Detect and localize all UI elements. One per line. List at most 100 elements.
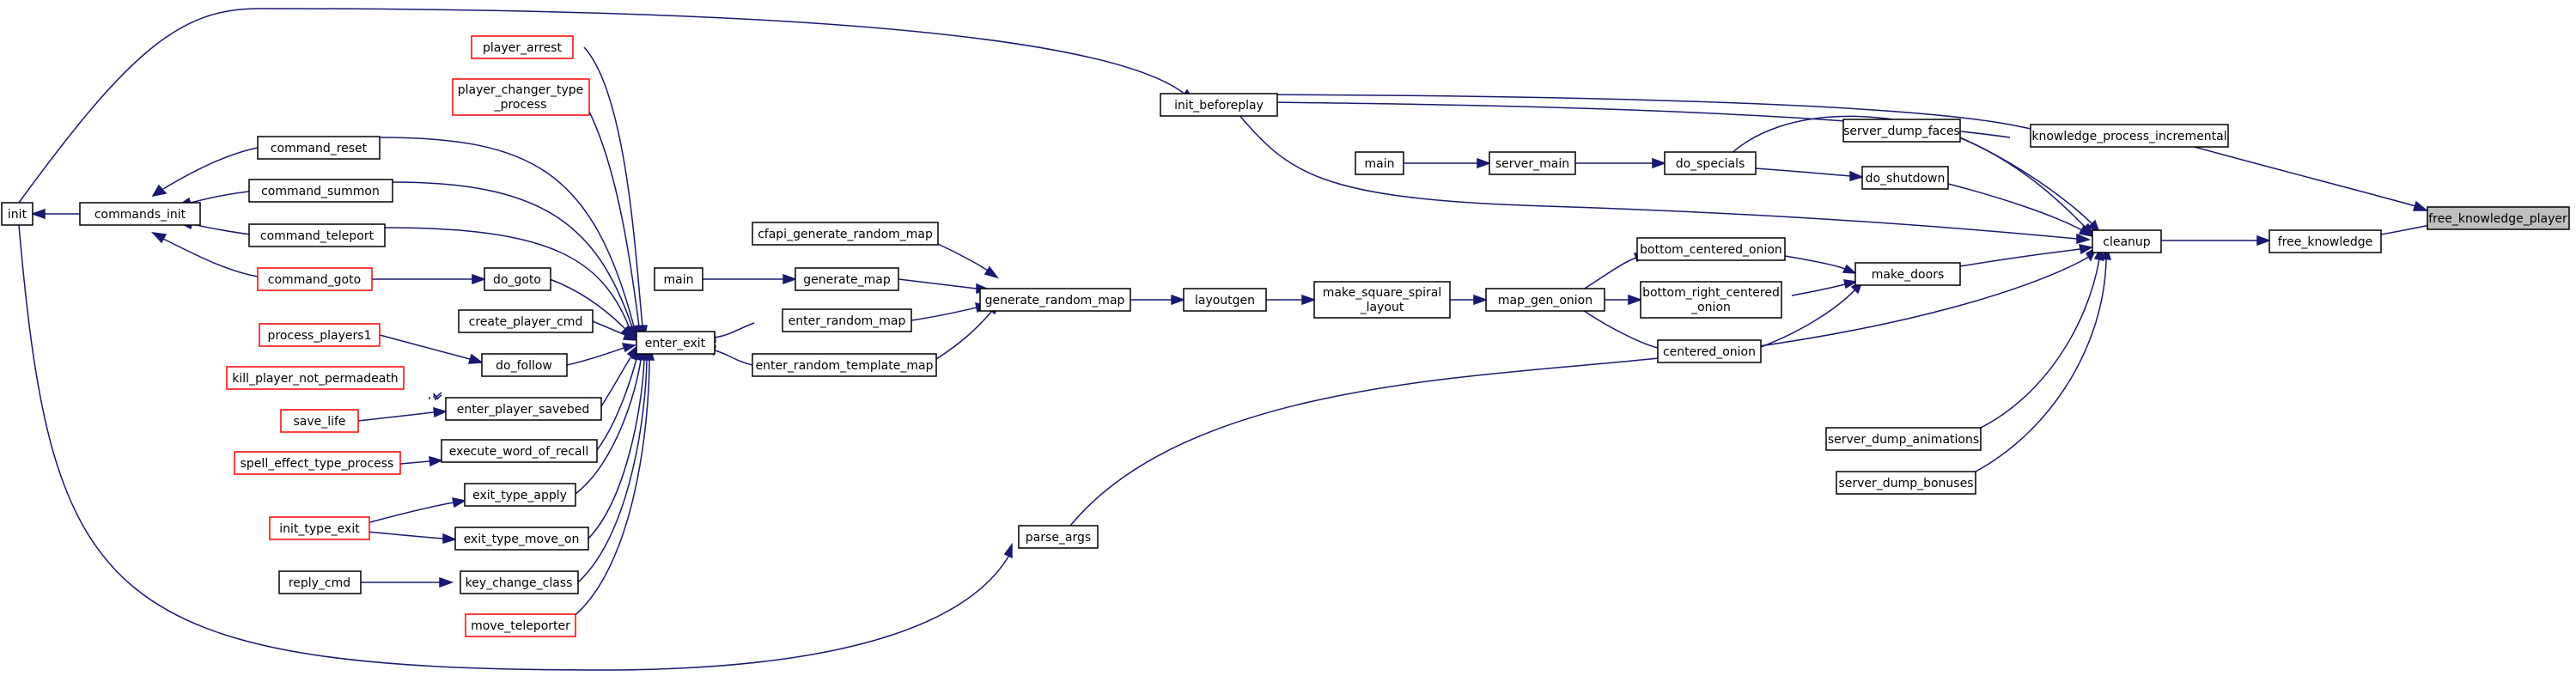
edge-init-init_beforeplay: [18, 8, 1196, 204]
svg-text:cfapi_generate_random_map: cfapi_generate_random_map: [758, 228, 933, 241]
node-parse_args[interactable]: parse_args: [1018, 525, 1099, 549]
node-bottom_centered_onion[interactable]: bottom_centered_onion: [1636, 237, 1786, 261]
edge-init_type_exit-exit_type_apply: [356, 497, 467, 527]
node-exit_type_move_on[interactable]: exit_type_move_on: [454, 527, 589, 551]
svg-text:execute_word_of_recall: execute_word_of_recall: [449, 445, 589, 459]
edge-knowledge_process_incremental-free_knowledge_player: [2181, 143, 2429, 211]
edge-main_top-server_main: [1404, 157, 1492, 169]
svg-text:do_follow: do_follow: [496, 359, 552, 373]
node-exit_type_apply[interactable]: exit_type_apply: [464, 483, 576, 507]
node-enter_exit[interactable]: enter_exit: [636, 331, 716, 355]
node-server_dump_bonuses[interactable]: server_dump_bonuses: [1836, 471, 1976, 495]
node-kill_player_not_permadeath[interactable]: kill_player_not_permadeath: [226, 366, 405, 390]
node-player_arrest[interactable]: player_arrest: [471, 35, 574, 59]
node-spell_effect_type_process[interactable]: spell_effect_type_process: [234, 451, 401, 475]
svg-text:enter_exit: enter_exit: [645, 337, 706, 350]
node-make_doors[interactable]: make_doors: [1854, 262, 1961, 286]
edge-map_gen_onion-bottom_right_centered_onion: [1605, 294, 1643, 306]
node-do_shutdown[interactable]: do_shutdown: [1861, 166, 1949, 190]
node-reply_cmd[interactable]: reply_cmd: [278, 570, 362, 594]
node-knowledge_process_incremental[interactable]: knowledge_process_incremental: [2030, 124, 2229, 148]
edge-cleanup-free_knowledge: [2161, 234, 2272, 247]
node-move_teleporter[interactable]: move_teleporter: [465, 613, 576, 637]
node-create_player_cmd[interactable]: create_player_cmd: [458, 309, 594, 333]
node-bottom_right_centered_onion[interactable]: bottom_right_centered _onion: [1640, 281, 1782, 319]
edge-make_square_spiral_layout-map_gen_onion: [1450, 294, 1489, 306]
node-generate_random_map[interactable]: generate_random_map: [979, 288, 1131, 312]
svg-text:map_gen_onion: map_gen_onion: [1498, 294, 1592, 308]
svg-text:exit_type_move_on: exit_type_move_on: [464, 533, 580, 546]
svg-text:command_summon: command_summon: [261, 185, 380, 198]
edge-map_gen_onion-centered_onion: [1580, 308, 1659, 349]
node-server_dump_animations[interactable]: server_dump_animations: [1825, 427, 1982, 451]
node-do_specials[interactable]: do_specials: [1664, 151, 1757, 175]
node-do_follow[interactable]: do_follow: [481, 353, 568, 377]
node-command_summon[interactable]: command_summon: [248, 179, 393, 203]
node-centered_onion[interactable]: centered_onion: [1657, 339, 1762, 363]
node-cfapi_generate_random_map[interactable]: cfapi_generate_random_map: [752, 222, 939, 246]
node-save_life[interactable]: save_life: [280, 409, 359, 433]
edge-server_dump_animations-cleanup: [1980, 245, 2104, 429]
svg-text:commands_init: commands_init: [94, 208, 186, 222]
svg-text:init_type_exit: init_type_exit: [279, 522, 360, 536]
edge-reply_cmd-key_change_class: [349, 576, 454, 588]
edge-command_goto-commands_init: [151, 231, 259, 277]
node-map_gen_onion[interactable]: map_gen_onion: [1485, 288, 1605, 312]
edge-server_main-do_specials: [1575, 157, 1667, 169]
edge-enter_random_map-generate_random_map: [910, 302, 990, 321]
svg-text:server_dump_faces: server_dump_faces: [1843, 125, 1960, 138]
svg-text:do_goto: do_goto: [493, 273, 541, 287]
node-main-top[interactable]: main: [1355, 151, 1404, 175]
node-init[interactable]: init: [1, 202, 33, 226]
node-commands_init[interactable]: commands_init: [79, 202, 201, 226]
node-do_goto[interactable]: do_goto: [484, 267, 551, 291]
svg-text:bottom_centered_onion: bottom_centered_onion: [1640, 243, 1782, 257]
svg-text:process_players1: process_players1: [267, 329, 371, 343]
svg-text:main: main: [664, 273, 694, 287]
node-key_change_class[interactable]: key_change_class: [460, 570, 579, 594]
node-free_knowledge[interactable]: free_knowledge: [2268, 229, 2382, 253]
edge-commands_init-init: [30, 208, 80, 220]
node-enter_random_template_map[interactable]: enter_random_template_map: [752, 353, 937, 377]
edge-spell_effect_type_process-execute_word_of_recall: [399, 455, 444, 467]
node-player_changer_type_process[interactable]: player_changer_type _process: [452, 78, 590, 116]
node-command_teleport[interactable]: command_teleport: [248, 223, 386, 247]
svg-text:parse_args: parse_args: [1026, 531, 1091, 545]
node-init_beforeplay[interactable]: init_beforeplay: [1160, 93, 1278, 117]
svg-text:free_knowledge: free_knowledge: [2278, 235, 2373, 249]
svg-text:enter_player_savebed: enter_player_savebed: [457, 403, 590, 417]
svg-text:do_specials: do_specials: [1676, 157, 1745, 171]
svg-text:knowledge_process_incremental: knowledge_process_incremental: [2031, 130, 2226, 143]
node-free_knowledge_player[interactable]: free_knowledge_player: [2427, 206, 2570, 230]
edge-init_beforeplay-cleanup: [1236, 112, 2092, 244]
node-process_players1[interactable]: process_players1: [259, 323, 381, 347]
node-command_reset[interactable]: command_reset: [257, 136, 381, 160]
node-enter_random_map[interactable]: enter_random_map: [782, 308, 912, 332]
edge-do_specials-do_shutdown: [1755, 167, 1865, 181]
node-main-left[interactable]: main: [654, 267, 703, 291]
svg-text:cleanup: cleanup: [2103, 235, 2151, 249]
svg-text:init_beforeplay: init_beforeplay: [1174, 99, 1264, 113]
node-command_goto[interactable]: command_goto: [257, 267, 373, 291]
svg-text:enter_random_map: enter_random_map: [789, 314, 906, 328]
node-cleanup[interactable]: cleanup: [2092, 229, 2162, 253]
edge-command_reset-commands_init: [151, 147, 259, 198]
edge-init_type_exit-exit_type_move_on: [356, 530, 458, 544]
svg-text:make_square_spiral: make_square_spiral: [1323, 286, 1441, 300]
node-init_type_exit[interactable]: init_type_exit: [269, 516, 370, 540]
node-generate_map[interactable]: generate_map: [795, 267, 899, 291]
svg-text:kill_player_not_permadeath: kill_player_not_permadeath: [232, 372, 398, 386]
svg-text:make_doors: make_doors: [1872, 268, 1945, 282]
edge-command_reset-enter_exit: [379, 137, 639, 340]
node-execute_word_of_recall[interactable]: execute_word_of_recall: [441, 439, 598, 463]
svg-text:command_reset: command_reset: [271, 142, 368, 155]
edge-bottom_centered_onion-make_doors: [1784, 255, 1858, 274]
svg-text:server_dump_animations: server_dump_animations: [1828, 433, 1979, 447]
svg-text:_process: _process: [494, 98, 547, 112]
node-make_square_spiral_layout[interactable]: make_square_spiral _layout: [1313, 281, 1451, 319]
node-layoutgen[interactable]: layoutgen: [1183, 288, 1267, 312]
node-server_dump_faces[interactable]: server_dump_faces: [1842, 119, 1961, 143]
node-enter_player_savebed[interactable]: enter_player_savebed: [445, 397, 602, 421]
node-server_main[interactable]: server_main: [1489, 151, 1576, 175]
